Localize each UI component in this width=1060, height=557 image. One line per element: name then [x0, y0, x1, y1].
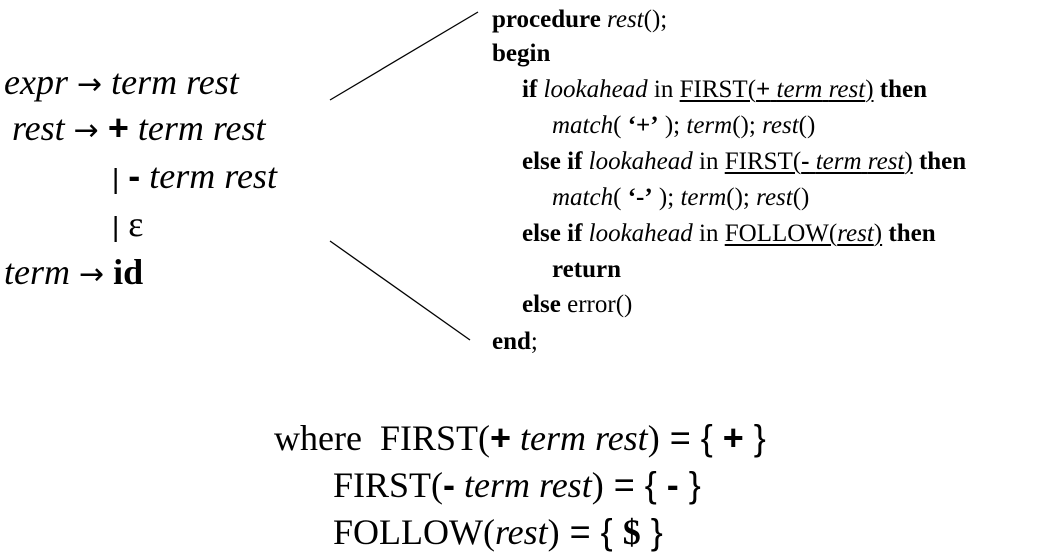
arrow-icon: → — [79, 257, 105, 292]
match-arg-minus: ‘-’ — [627, 184, 653, 211]
keyword-if: if — [522, 76, 538, 103]
where-label: where — [274, 418, 362, 458]
nonterminal-expr: expr — [4, 62, 68, 102]
keyword-else: else — [522, 291, 561, 318]
terminal-plus: + — [107, 107, 129, 148]
code-line-procedure: procedure rest(); — [492, 7, 667, 33]
first-minus-set: FIRST(- term rest) — [724, 148, 913, 175]
nonterminal-term: term — [111, 62, 178, 102]
production-rest-minus: | - term rest — [112, 158, 277, 197]
connector-line-top — [329, 11, 479, 101]
code-line-end: end; — [492, 328, 538, 355]
nonterminal-term: term — [137, 108, 204, 148]
keyword-end: end — [492, 328, 531, 355]
keyword-then: then — [918, 148, 967, 175]
nonterminal-rest: rest — [12, 108, 65, 148]
production-rest-plus: rest → + term rest — [12, 110, 266, 149]
code-line-if-first-plus: if lookahead in FIRST(+ term rest) then — [522, 77, 927, 103]
code-line-else-error: else error() — [522, 292, 632, 318]
keyword-in: in — [699, 148, 719, 175]
epsilon-symbol: ε — [128, 204, 144, 244]
nonterminal-term: term — [4, 252, 70, 292]
call-match: match — [552, 112, 614, 139]
production-rest-epsilon: | ε — [112, 206, 143, 245]
keyword-then: then — [888, 220, 936, 247]
alternative-bar: | — [112, 211, 120, 242]
set-first-minus: FIRST(- term rest) = { - } — [333, 464, 701, 505]
code-line-elseif-follow: else if lookahead in FOLLOW(rest) then — [522, 221, 936, 247]
code-line-elseif-first-minus: else if lookahead in FIRST(- term rest) … — [522, 149, 966, 175]
terminal-minus: - — [128, 155, 141, 196]
call-rest: rest — [762, 112, 799, 139]
production-term: term → id — [4, 254, 143, 293]
procedure-params: (); — [643, 6, 668, 33]
production-expr: expr → term rest — [4, 64, 239, 103]
nonterminal-rest: rest — [186, 62, 239, 102]
code-line-match-plus: match( ‘+’ ); term(); rest() — [552, 112, 816, 139]
keyword-in: in — [699, 220, 719, 247]
keyword-then: then — [879, 76, 927, 103]
keyword-else-if: else if — [522, 220, 583, 247]
code-line-match-minus: match( ‘-’ ); term(); rest() — [552, 184, 810, 211]
lookahead-var: lookahead — [588, 220, 693, 247]
set-first-plus: where FIRST(+ term rest) = { + } — [274, 417, 766, 458]
first-plus-set: FIRST(+ term rest) — [679, 76, 874, 103]
follow-rest-set: FOLLOW(rest) — [724, 220, 883, 247]
arrow-icon: → — [73, 113, 99, 148]
alternative-bar: | — [112, 163, 120, 194]
connector-line-bottom — [329, 240, 471, 341]
lookahead-var: lookahead — [543, 76, 648, 103]
code-line-return: return — [552, 256, 621, 283]
nonterminal-term: term — [149, 156, 216, 196]
code-line-begin: begin — [492, 40, 551, 67]
keyword-procedure: procedure — [492, 6, 601, 33]
terminal-id: id — [113, 252, 144, 292]
match-arg-plus: ‘+’ — [627, 112, 659, 139]
nonterminal-rest: rest — [224, 156, 277, 196]
keyword-else-if: else if — [522, 148, 583, 175]
call-rest: rest — [756, 184, 793, 211]
call-error: error() — [567, 291, 633, 318]
nonterminal-rest: rest — [212, 108, 266, 148]
keyword-in: in — [653, 76, 674, 103]
call-term: term — [680, 184, 727, 211]
lookahead-var: lookahead — [588, 148, 693, 175]
call-match: match — [552, 184, 614, 211]
call-term: term — [686, 112, 733, 139]
set-follow-rest: FOLLOW(rest) = { $ } — [333, 511, 663, 552]
procedure-name: rest — [607, 6, 644, 33]
arrow-icon: → — [76, 67, 103, 102]
